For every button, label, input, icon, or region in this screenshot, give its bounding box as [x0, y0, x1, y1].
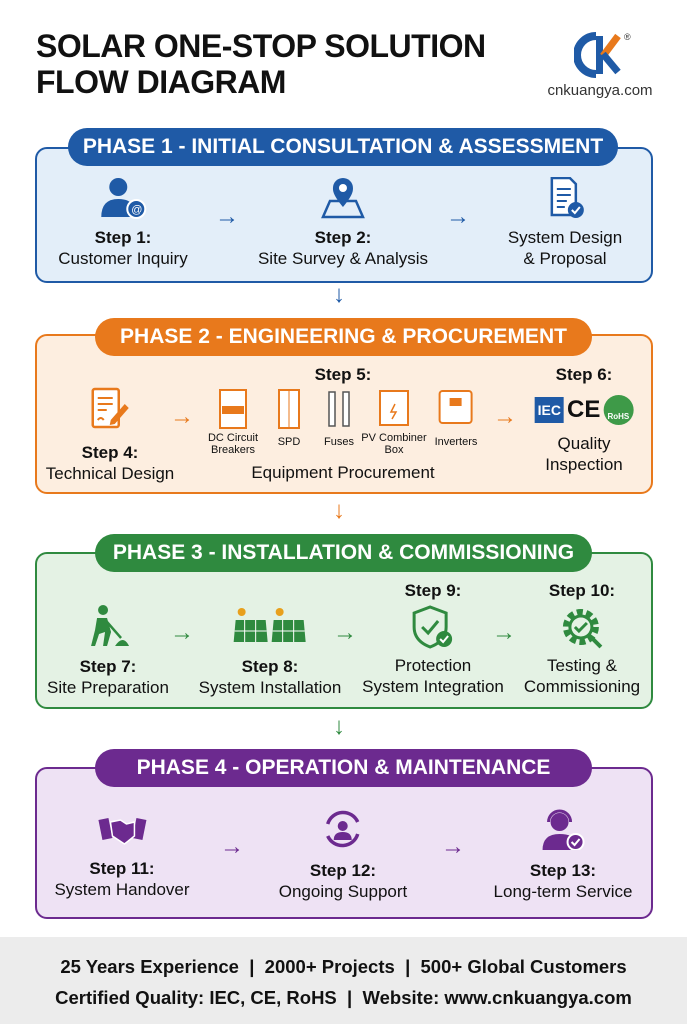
worker-shovel-icon: [91, 605, 129, 646]
step-7: Step 7:Site Preparation: [47, 604, 169, 698]
arrow-right-icon: →: [446, 203, 470, 230]
arrow-right-icon: →: [493, 403, 517, 430]
map-pin-icon: [321, 178, 365, 219]
step-11: Step 11:System Handover: [54, 810, 190, 900]
step-8: Step 8:System Installation: [199, 604, 341, 698]
certification-logos: IEC CE RoHS: [534, 395, 634, 425]
arrow-right-icon: →: [492, 619, 516, 646]
step-13: Step 13:Long-term Service: [494, 808, 632, 902]
arrow-right-icon: →: [215, 203, 239, 230]
svg-text:®: ®: [624, 32, 631, 42]
step-2: Step 2:Site Survey & Analysis: [258, 177, 428, 269]
phase-3-box: [35, 552, 653, 709]
arrow-right-icon: →: [441, 833, 465, 860]
step-4: Step 4:Technical Design: [46, 386, 174, 484]
step-3: System Design& Proposal: [508, 177, 622, 269]
gear-search-icon: [562, 609, 603, 649]
arrow-down-icon: ↓: [333, 713, 345, 740]
step-10: Step 10: Testing &Commissioning: [523, 581, 641, 696]
phase-2-header: PHASE 2 - ENGINEERING & PROCUREMENT: [95, 318, 592, 356]
phase-1-header: PHASE 1 - INITIAL CONSULTATION & ASSESSM…: [68, 128, 618, 166]
headset-agent-icon: [542, 809, 585, 850]
logo: ®: [574, 30, 634, 80]
step-5-label: Step 5:: [314, 365, 372, 384]
step-1: @ Step 1:Customer Inquiry: [58, 177, 188, 269]
step-5-desc: Equipment Procurement: [251, 463, 435, 482]
arrow-down-icon: ↓: [333, 497, 345, 524]
document-pen-icon: [91, 387, 129, 429]
arrow-right-icon: →: [333, 619, 357, 646]
footer: 25 Years Experience | 2000+ Projects | 5…: [0, 937, 687, 1024]
svg-text:@: @: [131, 204, 142, 216]
shield-check-icon: [412, 605, 452, 649]
support-cycle-icon: [326, 810, 360, 848]
phase-3-header: PHASE 3 - INSTALLATION & COMMISSIONING: [95, 534, 592, 572]
equipment-fuses: Fuses: [324, 388, 354, 448]
solar-panels-icon: [234, 608, 306, 642]
step-12: Step 12:Ongoing Support: [279, 808, 407, 902]
logo-website: cnkuangya.com: [547, 82, 653, 99]
equipment-inverters: Inverters: [435, 388, 477, 448]
arrow-right-icon: →: [170, 619, 194, 646]
arrow-down-icon: ↓: [333, 281, 345, 308]
arrow-right-icon: →: [170, 403, 194, 430]
footer-stats: 25 Years Experience | 2000+ Projects | 5…: [60, 956, 627, 977]
equipment-spd: SPD: [277, 388, 301, 448]
document-check-icon: [550, 177, 584, 218]
footer-certifications: Certified Quality: IEC, CE, RoHS | Websi…: [55, 987, 632, 1008]
arrow-right-icon: →: [220, 833, 244, 860]
phase-4-header: PHASE 4 - OPERATION & MAINTENANCE: [95, 749, 592, 787]
handshake-icon: [98, 818, 146, 845]
equipment-dc-circuit-breakers: DC Circuit Breakers: [203, 388, 263, 456]
equipment-pv-combiner-box: PV Combiner Box: [359, 388, 429, 456]
user-email-icon: @: [101, 178, 146, 219]
